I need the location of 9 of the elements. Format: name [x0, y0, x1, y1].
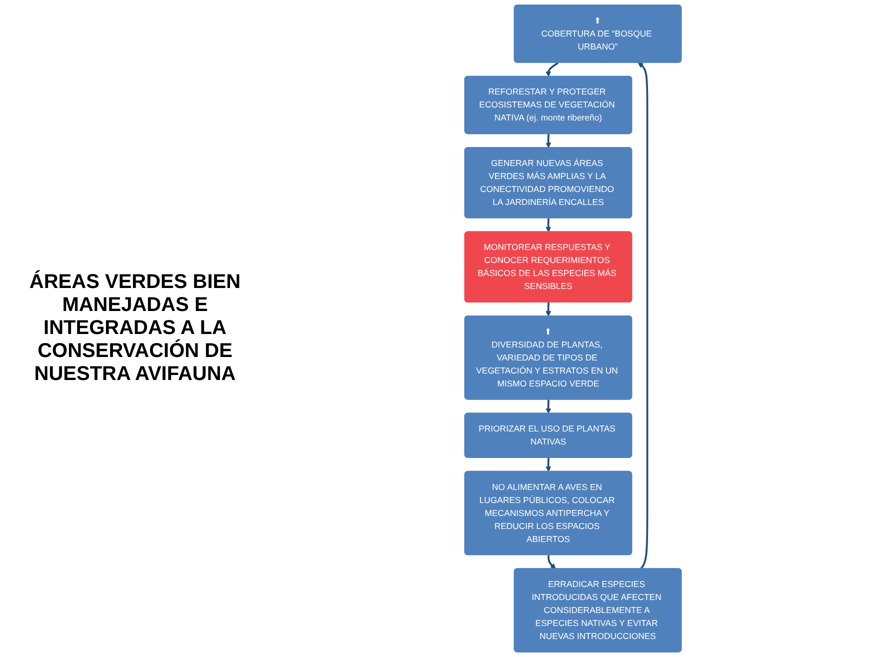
arrow — [546, 458, 552, 472]
arrow — [546, 134, 552, 148]
arrow — [546, 62, 559, 77]
arrow — [638, 62, 648, 570]
arrow — [546, 400, 552, 414]
center-heading: ÁREAS VERDES BIEN MANEJADAS E INTEGRADAS A LA CONSERVACIÓN DE NUESTRA AVIFAUNA — [28, 271, 242, 386]
arrow — [546, 218, 552, 232]
arrow — [548, 555, 556, 569]
arrow — [546, 302, 552, 316]
